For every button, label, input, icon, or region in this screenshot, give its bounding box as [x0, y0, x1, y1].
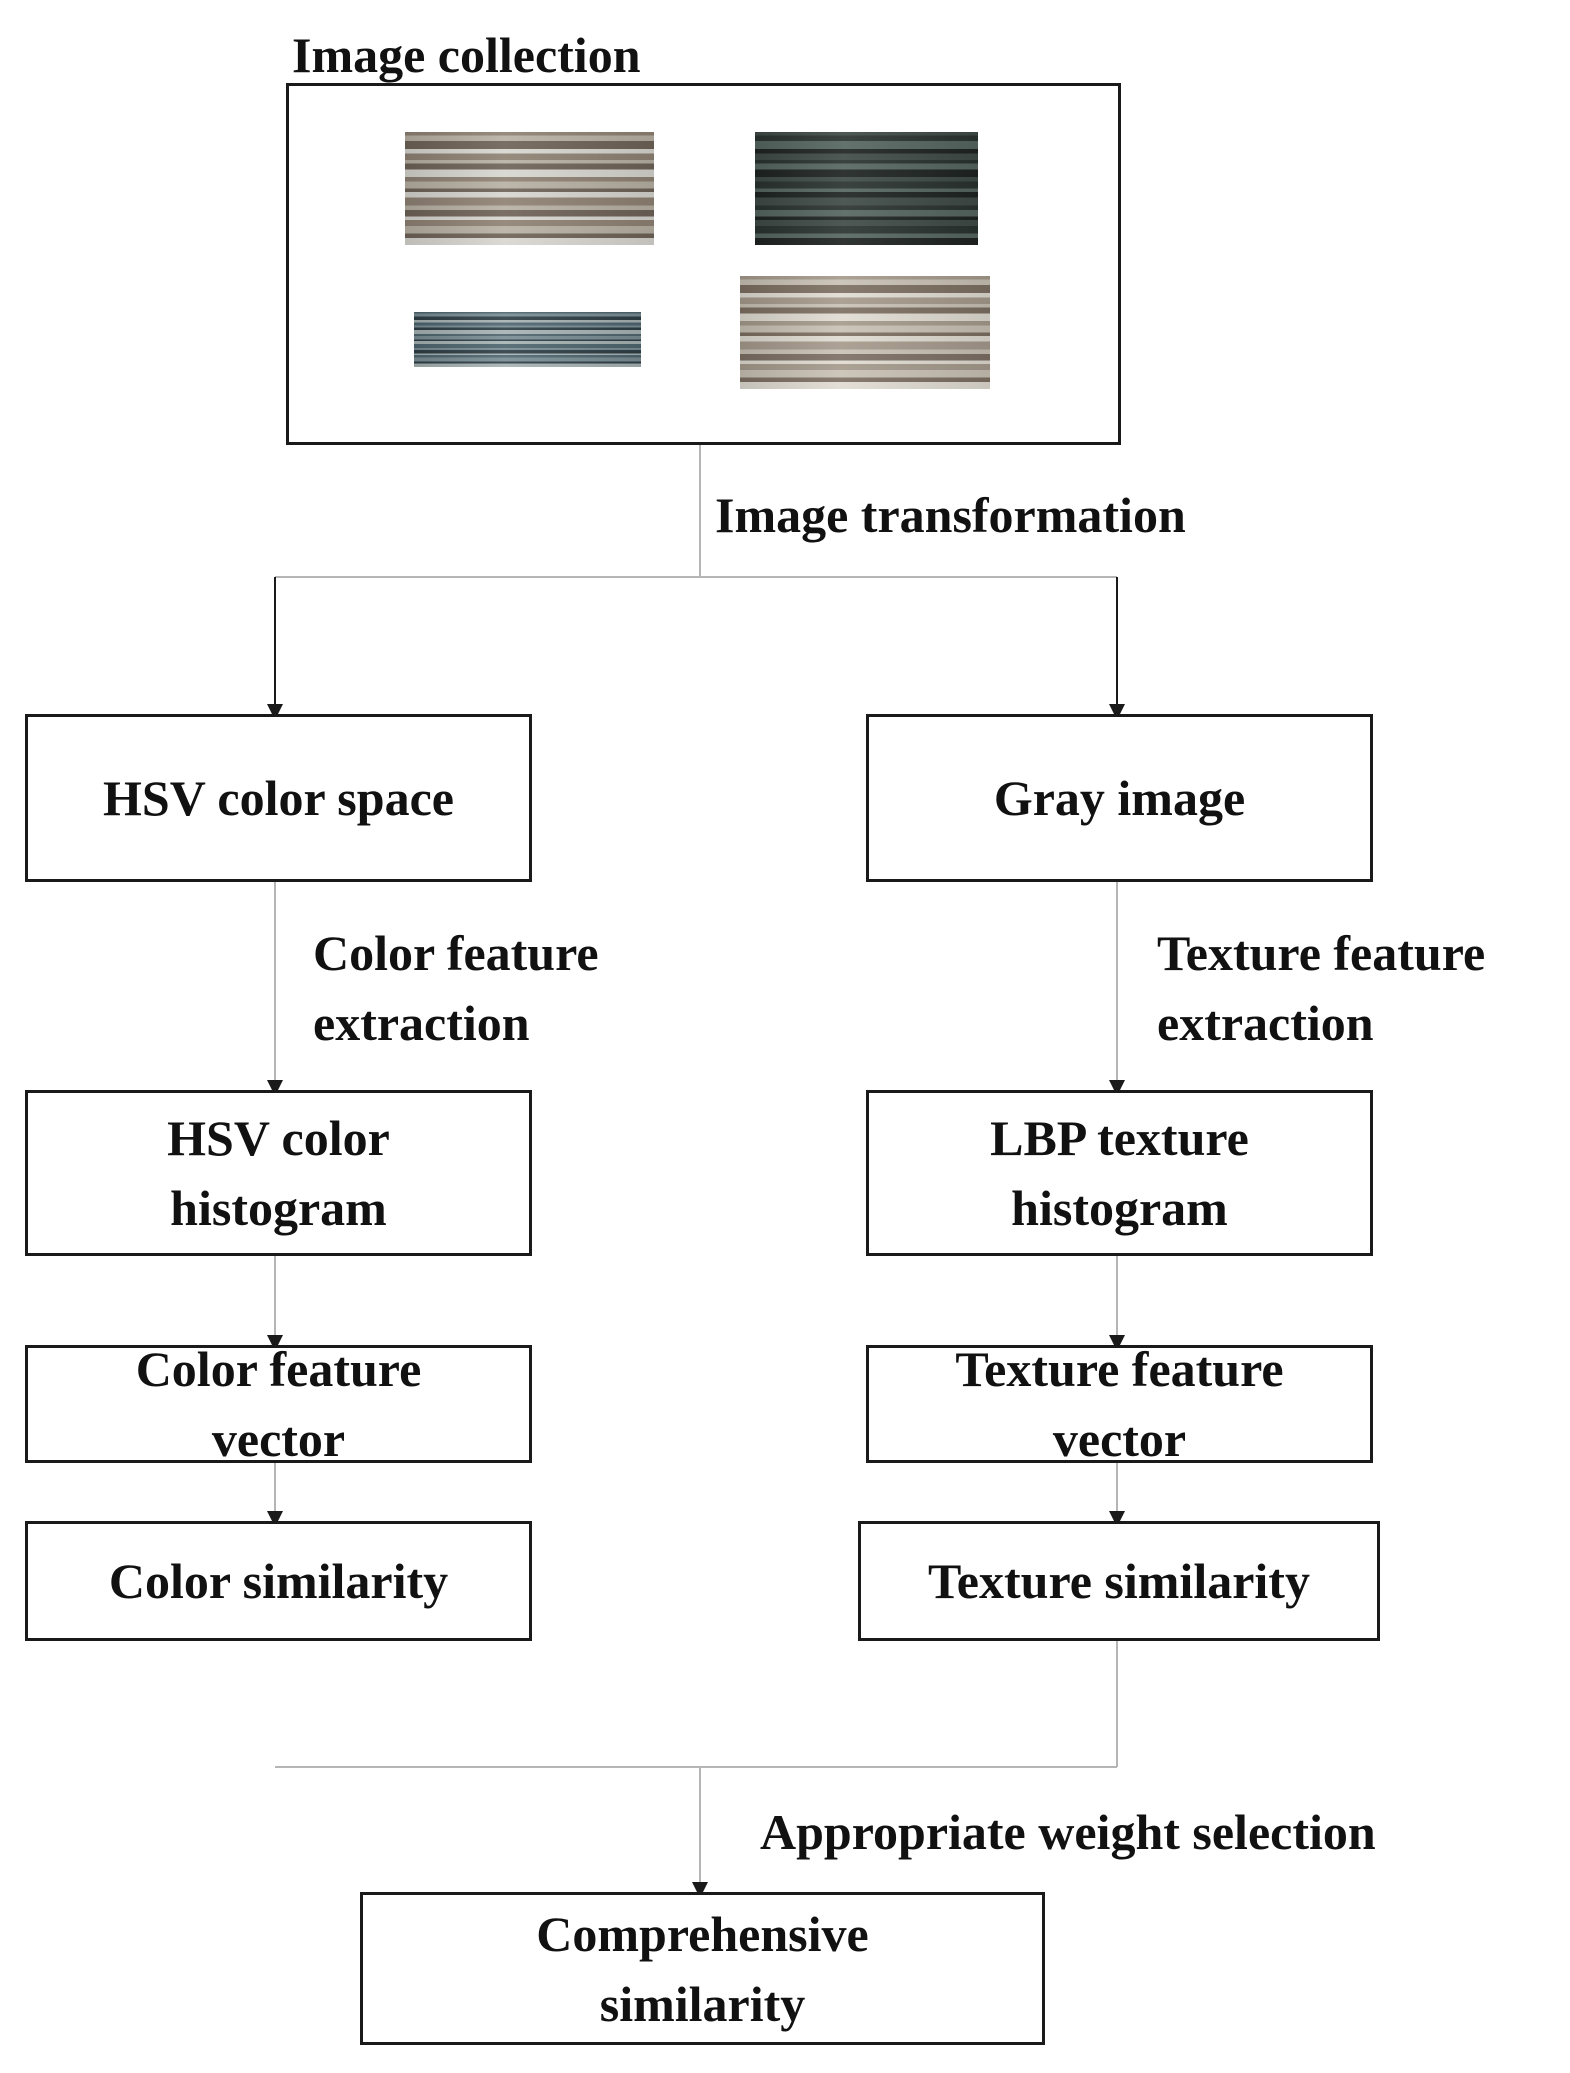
color-feature-extraction-label: Color feature extraction: [313, 925, 599, 1051]
hsv-color-space-text: HSV color space: [103, 770, 454, 826]
texture-feature-vector-box: Texture feature vector: [866, 1341, 1373, 1467]
appropriate-weight-selection-label: Appropriate weight selection: [760, 1804, 1376, 1860]
texture-similarity-text: Texture similarity: [928, 1553, 1310, 1609]
color-similarity-box: Color similarity: [25, 1521, 532, 1641]
image-transformation-label: Image transformation: [715, 487, 1186, 543]
hsv-color-histogram-box: HSV color histogram: [25, 1090, 532, 1256]
hsv-color-histogram-text: HSV color histogram: [167, 1110, 390, 1236]
texture-similarity-box: Texture similarity: [858, 1521, 1380, 1641]
wall-photo-4: [740, 276, 990, 389]
color-feature-vector-box: Color feature vector: [25, 1341, 532, 1467]
lbp-texture-histogram-text: LBP texture histogram: [990, 1110, 1249, 1236]
color-feature-vector-text: Color feature vector: [135, 1341, 422, 1467]
texture-feature-vector-text: Texture feature vector: [955, 1341, 1284, 1467]
comprehensive-similarity-box: Comprehensive similarity: [360, 1892, 1045, 2045]
image-collection-title: Image collection: [292, 27, 641, 83]
wall-photo-2: [755, 132, 978, 245]
wall-photo-3: [414, 312, 641, 367]
hsv-color-space-box: HSV color space: [25, 714, 532, 882]
texture-feature-extraction-label: Texture feature extraction: [1157, 925, 1486, 1051]
comprehensive-similarity-text: Comprehensive similarity: [536, 1905, 869, 2032]
gray-image-text: Gray image: [993, 770, 1246, 826]
wall-photo-1: [405, 132, 654, 245]
gray-image-box: Gray image: [866, 714, 1373, 882]
lbp-texture-histogram-box: LBP texture histogram: [866, 1090, 1373, 1256]
color-similarity-text: Color similarity: [108, 1553, 449, 1609]
